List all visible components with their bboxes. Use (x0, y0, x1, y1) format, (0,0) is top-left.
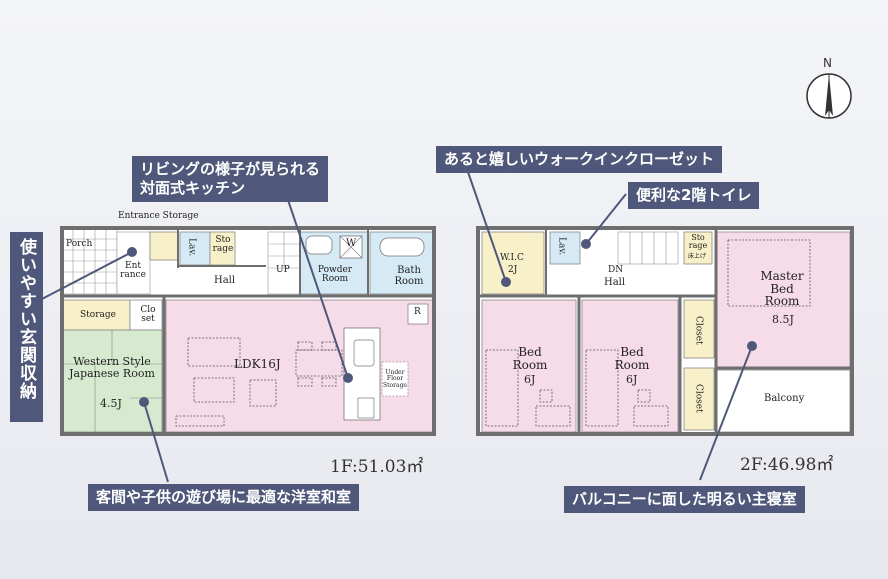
bedroom-furniture (485, 349, 669, 427)
storage-2f-small-label: Sto rage (688, 233, 708, 251)
ldk-label: LDK16J (234, 357, 281, 371)
floor1-area: 1F:51.03㎡ (330, 457, 424, 477)
floor2-area: 2F:46.98㎡ (740, 455, 834, 475)
compass-icon (806, 73, 852, 119)
entrance-callout: 使いやすい玄関収納 (10, 232, 43, 422)
bath-room-label: Bath Room (394, 265, 424, 287)
lav-1f-label: Lav. (186, 238, 197, 257)
callout-leaders (39, 171, 757, 483)
fridge-label: R (414, 307, 421, 317)
entrance-area (116, 231, 151, 295)
closet-2f-1 (683, 299, 715, 359)
master-callout: バルコニーに面した明るい主寝室 (564, 486, 805, 513)
hall-2f-label: Hall (604, 277, 626, 288)
master-bed (727, 239, 811, 307)
porch-label: Porch (66, 239, 93, 249)
wic-label: W.I.C (500, 253, 524, 263)
closet-2f-1-label: Closet (693, 316, 704, 345)
washitsu-callout: 客間や子供の遊び場に最適な洋室和室 (88, 484, 360, 511)
entrance-label: Ent rance (120, 261, 146, 281)
bedroom-2-size: 6J (626, 373, 638, 386)
hall-1f-label: Hall (214, 275, 236, 286)
underfloor-storage-box (381, 361, 409, 397)
powder-room-label: Powder Room (317, 265, 353, 285)
fridge-box (407, 303, 429, 325)
entrance-storage-box (149, 231, 179, 261)
balcony-label: Balcony (764, 393, 805, 404)
bathtub (379, 237, 425, 257)
closet-2f-2-label: Closet (693, 384, 704, 413)
storage-1f-small-label: Sto rage (212, 235, 234, 255)
western-room-size: 4.5J (100, 397, 122, 410)
stairs-2f (617, 231, 679, 265)
storage-1f-label: Storage (80, 310, 116, 320)
storage-2f-small (683, 231, 713, 265)
closet-2f-2 (683, 367, 715, 431)
kitchen-callout-line2: 対面式キッチン (140, 178, 246, 197)
floor2-walls (476, 226, 854, 436)
closet-1f-label: Clo set (140, 305, 156, 325)
kitchen-callout-line1: リビングの様子が見られる (140, 160, 321, 178)
bedroom-2-label: Bed Room (614, 345, 650, 372)
western-room-label: Western Style Japanese Room (69, 355, 155, 380)
wic-size: 2J (508, 265, 518, 275)
dn-label: DN (608, 265, 624, 275)
floor1-plan (60, 226, 436, 436)
porch-tiles (61, 227, 118, 295)
master-bedroom-label: Master Bed Room (760, 269, 804, 309)
kitchen-callout: リビングの様子が見られる 対面式キッチン (132, 156, 329, 202)
walkin-callout: あると嬉しいウォークインクローゼット (436, 146, 723, 173)
storage-2f-sub-label: 床上げ (688, 253, 707, 260)
entrance-storage-label: Entrance Storage (118, 211, 199, 221)
up-label: UP (276, 265, 290, 275)
washer-label: W (346, 238, 357, 249)
sink-basin (305, 235, 333, 255)
bedroom-1-size: 6J (524, 373, 536, 386)
bedroom-1-label: Bed Room (512, 345, 548, 372)
master-bedroom-size: 8.5J (772, 313, 794, 326)
lav-2f-label: Lav. (556, 237, 567, 256)
stove (357, 397, 375, 419)
compass: N (804, 56, 854, 126)
floor1-walls (60, 226, 436, 436)
bedroom-2 (581, 299, 679, 433)
ldk-furniture (175, 337, 343, 427)
lav-1f (179, 231, 211, 266)
bedroom-1 (481, 299, 577, 433)
kitchen-sink (353, 339, 375, 367)
compass-north-label: N (823, 56, 832, 70)
toilet2f-callout: 便利な2階トイレ (628, 182, 760, 209)
lav-2f (549, 231, 581, 265)
underfloor-label: Under Floor Storage (383, 369, 407, 389)
